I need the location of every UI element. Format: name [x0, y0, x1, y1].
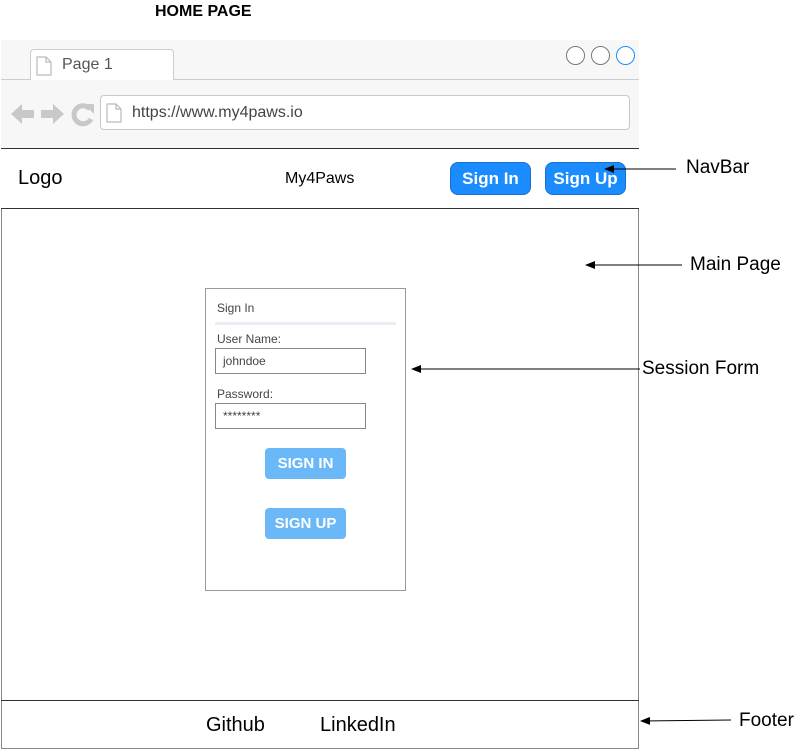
page-icon [36, 56, 52, 76]
username-input[interactable]: johndoe [215, 348, 366, 374]
navbar [1, 148, 639, 209]
url-text: https://www.my4paws.io [132, 104, 303, 121]
form-title: Sign In [217, 301, 255, 315]
password-input[interactable]: ******** [215, 403, 366, 429]
tab-page-1[interactable] [30, 49, 174, 81]
window-close-button[interactable] [616, 46, 635, 65]
brand-name: My4Paws [285, 170, 355, 187]
password-label: Password: [217, 387, 274, 401]
annotation-navbar: NavBar [686, 157, 750, 178]
window-minimize-button[interactable] [566, 46, 585, 65]
back-arrow-icon[interactable] [11, 104, 34, 124]
url-input[interactable] [100, 95, 630, 130]
tab-label: Page 1 [62, 56, 113, 73]
username-label: User Name: [217, 332, 282, 346]
reload-icon[interactable] [71, 103, 94, 127]
logo[interactable]: Logo [18, 167, 63, 189]
form-sign-in-button[interactable]: SIGN IN [265, 448, 346, 479]
nav-sign-in-button[interactable]: Sign In [450, 162, 531, 195]
annotation-footer: Footer [739, 710, 794, 731]
browser-nav-icons [11, 103, 94, 127]
annotation-session-form: Session Form [642, 358, 760, 379]
form-divider [215, 322, 396, 325]
form-sign-up-button[interactable]: SIGN UP [265, 508, 346, 539]
window-maximize-button[interactable] [591, 46, 610, 65]
footer-arrow [640, 716, 732, 725]
page-title: HOME PAGE [155, 3, 252, 20]
page-icon [106, 103, 122, 123]
forward-arrow-icon[interactable] [41, 104, 64, 124]
footer [1, 700, 639, 749]
linkedin-link[interactable]: LinkedIn [320, 714, 396, 736]
session-form [205, 288, 406, 591]
github-link[interactable]: Github [206, 714, 265, 736]
annotation-main-page: Main Page [690, 254, 781, 275]
